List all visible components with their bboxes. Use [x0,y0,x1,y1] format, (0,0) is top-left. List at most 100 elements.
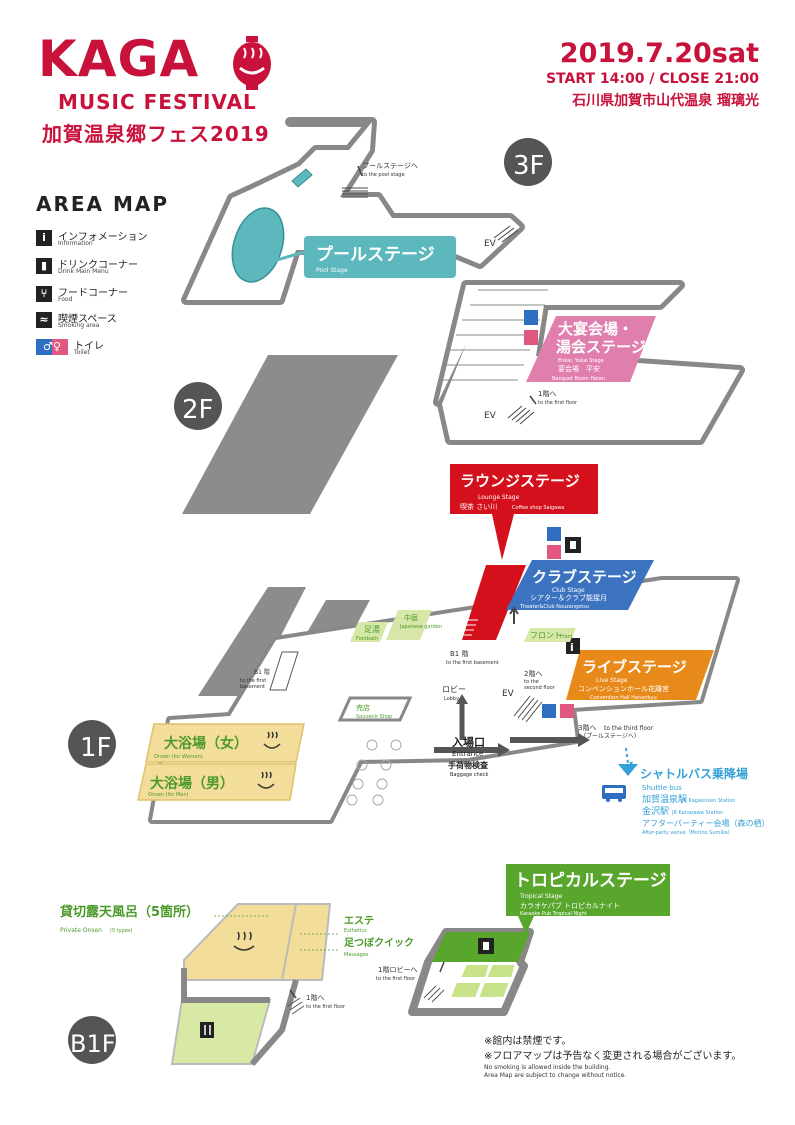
live-stage-en: Live Stage [596,677,628,684]
to-pool-label-en: to the pool stage [362,172,405,178]
b1-stairs-label: B1 階 [450,649,468,658]
live-stage-sub: コンベンションホール花離宮 [578,684,669,693]
private-onsen-label: 貸切露天風呂（5箇所） [60,904,199,920]
tropical-stage-label: トロピカルステージ [514,871,667,891]
private-onsen-types: (5 types) [110,928,132,934]
event-time: START 14:00 / CLOSE 21:00 [545,71,759,87]
banquet-stage-line1: 大宴会場・ [558,320,633,338]
tropical-stage-en: Tropical Stage [519,893,562,900]
to-2f-label-en2: second floor [524,685,556,691]
front-label: フロント [530,631,562,640]
tropical-stage-sub-en: Karaoke Pub Tropical Night [520,911,587,917]
shop-label: 売店 [356,703,370,712]
lantern-icon [232,36,272,90]
b1-to-1f-label-en: to the first floor [306,1004,346,1010]
shuttle-label-en: Shuttle bus [642,784,682,792]
garden-label-en: Japanese garden [399,624,442,630]
to-pool-label: プールステージへ [362,162,418,170]
pool-stage-label-en: Pool Stage [316,267,348,274]
private-onsen-label-en: Private Onsen [60,927,102,934]
onsen-men-label: 大浴場（男） [150,775,234,792]
dest2-label: 金沢駅 [642,805,669,817]
baggage-label: 手荷物検査 [448,760,489,770]
live-stage-label: ライブステージ [582,658,687,676]
b1-left-label-en2: basement [240,684,265,690]
entrance-label: 入場口 [452,735,485,749]
event-venue: 石川県加賀市山代温泉 瑠璃光 [572,93,759,109]
b1-left-label-en1: to the first [240,678,266,684]
floor-2f-label: 2F [182,395,214,425]
to-3f-label-en: to the third floor [604,725,654,732]
banquet-room-jp: 宴会場 平安 [558,364,600,373]
notes: ※館内は禁煙です。 ※フロアマップは予告なく変更される場合がございます。 [484,1034,741,1064]
b1-to-1f-label: 1階へ [306,993,324,1002]
club-stage-en: Club Stage [552,587,585,594]
lounge-stage-sub-en: Coffee shop Saigawa [512,505,564,511]
onsen-women-label: 大浴場（女） [164,735,248,752]
shop-label-en: Souvenir Shop [356,714,392,720]
onsen-men-label-en: Onsen (for Men) [148,792,189,798]
lounge-stage-label: ラウンジステージ [460,472,580,490]
entrance-label-en: Entrance [452,750,483,758]
footbath-label: 足湯 [364,624,380,634]
notes-en: No smoking is allowed inside the buildin… [484,1064,626,1080]
b1-stairs-label-en: to the first basement [446,660,499,666]
note-line-1: ※館内は禁煙です。 [484,1036,572,1047]
club-stage-label: クラブステージ [532,568,637,586]
to-1f-from-2f-en: to the first floor [538,400,578,406]
information-icon: i [36,230,52,246]
dest1-label-en: JR Kagaonsen Station [681,798,735,804]
ev-2f: EV [484,411,497,421]
esthe-label-en: Esthetics [344,928,367,934]
banquet-stage-line2: 湯会ステージ [556,338,646,356]
floor-b1f-label: B1F [70,1030,116,1058]
festival-subtitle: MUSIC FESTIVAL [58,90,257,114]
massage-label: 足つぼクイック [344,936,414,949]
floor-1f-label: 1F [80,733,112,763]
dest2-label-en: JR Kanazawa Station [671,810,723,816]
banquet-stage-en: Enkai, Yukai Stage [558,358,604,364]
onsen-icon [257,731,281,789]
lobby-label: ロビー [442,685,466,694]
floor-2f: 大宴会場・ 湯会ステージ Enkai, Yukai Stage 宴会場 平安 B… [174,280,745,514]
onsen-women-label-en: Onsen (for Women) [154,754,203,760]
baggage-label-en: Baggage check [450,772,488,778]
floor-b1f: 1階へ to the first floor 貸切露天風呂（5箇所） Priva… [60,864,670,1066]
lobby-label-en: Lobby [444,696,459,702]
festival-name-jp: 加賀温泉郷フェス2019 [42,122,270,146]
festival-logo: KAGA [38,30,200,88]
live-stage-sub-en: Convention Hall Hanarikyu [590,695,657,701]
banquet-room-en: Banquet Room Heian [552,376,605,382]
drink-icon: ▮ [36,258,52,274]
club-stage-sub: シアター＆クラブ能猩月 [530,593,607,602]
dest1-label: 加賀温泉駅 [642,793,687,805]
to-3f-note: （プールステージへ） [580,733,640,740]
to-2f-label-en1: to the [524,679,539,685]
note-en-2: Area Map are subject to change without n… [484,1072,627,1079]
to-1f-from-2f: 1階へ [538,389,556,398]
food-icon: ⑂ [36,286,52,302]
lounge-stage-en: Lounge Stage [478,494,520,501]
esthe-label: エステ [344,915,374,927]
to-3f-label: 3階へ [578,723,596,732]
event-date: 2019.7.20sat [559,38,759,69]
floor-1f: クラブステージ Club Stage シアター＆クラブ能猩月 Theater&C… [68,464,769,836]
pool-stage-label: プールステージ [316,244,435,265]
front-label-en: Front [560,634,573,640]
dest3-label: アフターパーティー会場（森の栖） [642,818,769,828]
private-onsen-icon [233,931,255,951]
b1-left-label: B1 階 [254,668,270,676]
garden-label: 中庭 [404,613,418,622]
tropical-stage-sub: カラオケパブ トロピカルナイト [520,901,620,910]
ev-1f: EV [502,689,515,699]
ev-3f: EV [484,239,497,249]
toilet-icon: ♂♀ [36,339,68,355]
bus-icon [602,785,626,802]
smoking-icon: ≈ [36,312,52,328]
floor-3f: プールステージへ to the pool stage EV プールステージ Po… [181,117,552,305]
food-corner-icon [200,1022,214,1038]
table-icons [346,739,402,806]
note-line-2: ※フロアマップは予告なく変更される場合がございます。 [484,1051,742,1062]
legend-title: AREA MAP [36,192,170,216]
